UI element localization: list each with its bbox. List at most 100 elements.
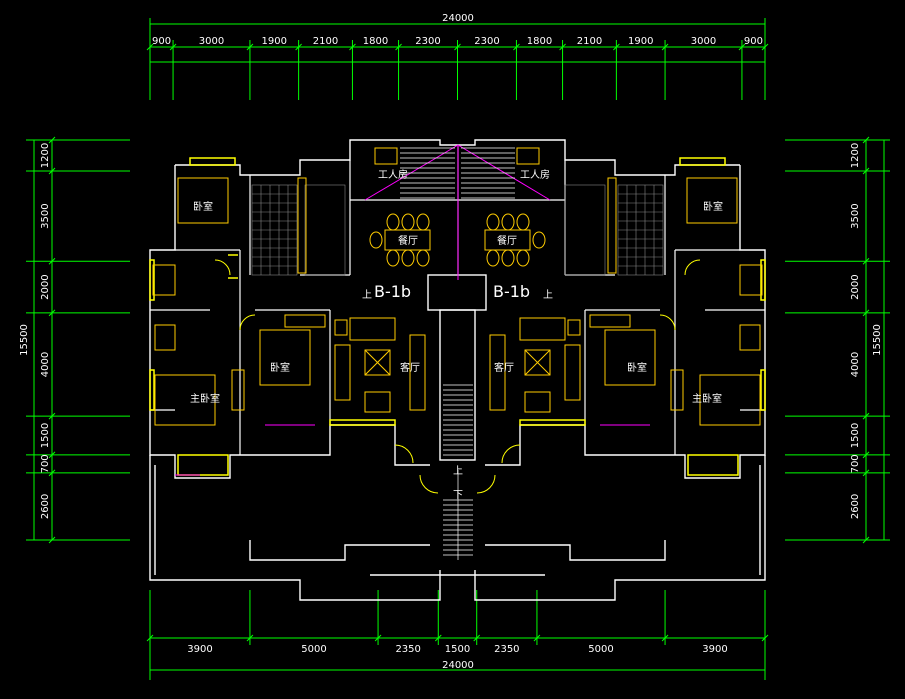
right-segment-label: 2600: [850, 494, 861, 519]
top-dimension-slash: [246, 43, 254, 51]
bottom-dimension-chain: [146, 590, 769, 680]
left-segment-label: 2600: [40, 494, 51, 519]
unit-label-left: B-1b: [374, 282, 411, 301]
left-dimension-slash: [48, 469, 56, 477]
top-segment-label: 2100: [313, 36, 338, 47]
right-dimension-slash: [862, 469, 870, 477]
left-dimension-chain: [26, 136, 130, 544]
top-dimension-slash: [295, 43, 302, 51]
left-segment-label: 2000: [40, 274, 51, 299]
worker-room-right-label: 工人房: [520, 168, 550, 181]
bottom-dimension-slash: [473, 634, 481, 642]
master-bedroom-left-label: 主卧室: [190, 392, 220, 405]
right-segment-label: 4000: [850, 352, 861, 377]
top-segment-label: 3000: [691, 36, 716, 47]
left-segment-label: 4000: [40, 352, 51, 377]
bottom-segment-label: 1500: [445, 644, 470, 655]
living-sofa-right: [489, 317, 581, 413]
left-dimension-slash: [48, 412, 56, 420]
top-dimension-slash: [146, 43, 154, 51]
bottom-dimension-slash: [661, 634, 669, 642]
master-bedroom-right-label: 主卧室: [692, 392, 722, 405]
bottom-dimension-slash: [434, 634, 442, 642]
right-segment-label: 3500: [850, 203, 861, 228]
stair-up-mark: 上: [453, 465, 463, 477]
stair-down-mark: 下: [453, 490, 463, 501]
bedroom-mid-right-label: 卧室: [627, 361, 647, 374]
dining-table-left: [369, 213, 431, 267]
up-mark-right: 上: [543, 289, 553, 301]
right-dimension-slash: [862, 257, 870, 265]
left-dimension-slash: [48, 451, 56, 459]
top-dimension-slash: [661, 43, 669, 51]
top-segment-label: 1900: [628, 36, 653, 47]
top-dimension-slash: [738, 43, 746, 51]
right-dimension-slash: [862, 136, 870, 144]
top-segment-label: 900: [152, 36, 171, 47]
bottom-dimension-slash: [246, 634, 254, 642]
left-dimension-slash: [48, 257, 56, 265]
left-segment-label: 1200: [40, 143, 51, 168]
top-segment-label: 2300: [415, 36, 440, 47]
bottom-dimension-slash: [146, 634, 154, 642]
bottom-dimension-slash: [374, 634, 382, 642]
bottom-segment-label: 3900: [187, 644, 212, 655]
stair-treads: [400, 147, 515, 560]
bottom-segment-label: 5000: [588, 644, 613, 655]
bottom-dimension-slash: [761, 634, 769, 642]
beds: [152, 177, 763, 426]
right-dimension-slash: [862, 167, 870, 175]
left-segment-label: 1500: [40, 423, 51, 448]
top-segment-label: 1900: [262, 36, 287, 47]
up-mark-left: 上: [362, 289, 372, 301]
dining-table-right: [484, 213, 546, 267]
left-dimension-slash: [48, 309, 56, 317]
top-segment-label: 900: [744, 36, 763, 47]
top-dimension-slash: [349, 43, 356, 51]
right-segment-label: 1500: [850, 423, 861, 448]
right-dimension-slash: [862, 309, 870, 317]
dining-left-label: 餐厅: [398, 234, 418, 247]
left-segment-label: 3500: [40, 203, 51, 228]
windows: [149, 157, 766, 476]
top-segment-label: 1800: [527, 36, 552, 47]
right-total-dimension: 15500: [872, 324, 883, 356]
bottom-segment-label: 5000: [301, 644, 326, 655]
top-dimension-slash: [559, 43, 566, 51]
top-segment-label: 2100: [577, 36, 602, 47]
top-dimension-chain: [146, 18, 769, 100]
bedroom-mid-left-label: 卧室: [270, 361, 290, 374]
bedroom-top-left-label: 卧室: [193, 200, 213, 213]
left-total-dimension: 15500: [19, 324, 30, 356]
top-dimension-slash: [513, 43, 520, 51]
left-dimension-slash: [48, 536, 56, 544]
living-sofa-left: [334, 317, 426, 413]
right-dimension-slash: [862, 412, 870, 420]
bottom-dimension-slash: [533, 634, 541, 642]
bottom-segment-label: 3900: [702, 644, 727, 655]
left-dimension-slash: [48, 136, 56, 144]
living-left-label: 客厅: [400, 361, 420, 374]
tiled-areas: [251, 184, 664, 276]
top-dimension-slash: [761, 43, 769, 51]
top-dimension-slash: [613, 43, 620, 51]
unit-label-right: B-1b: [493, 282, 530, 301]
worker-room-furniture: [297, 147, 617, 274]
bottom-segment-label: 2350: [494, 644, 519, 655]
dining-right-label: 餐厅: [497, 234, 517, 247]
living-right-label: 客厅: [494, 361, 514, 374]
right-dimension-slash: [862, 536, 870, 544]
right-dimension-slash: [862, 451, 870, 459]
left-dimension-slash: [48, 167, 56, 175]
worker-room-left-label: 工人房: [378, 168, 408, 181]
top-dimension-slash: [454, 43, 461, 51]
accent-lines: [175, 144, 650, 476]
top-total-dimension: 24000: [442, 13, 474, 24]
top-segment-label: 1800: [363, 36, 388, 47]
top-segment-label: 3000: [199, 36, 224, 47]
bottom-total-dimension: 24000: [442, 660, 474, 671]
door-swings: [214, 259, 701, 494]
top-dimension-slash: [395, 43, 402, 51]
top-segment-label: 2300: [474, 36, 499, 47]
bedroom-top-right-label: 卧室: [703, 200, 723, 213]
